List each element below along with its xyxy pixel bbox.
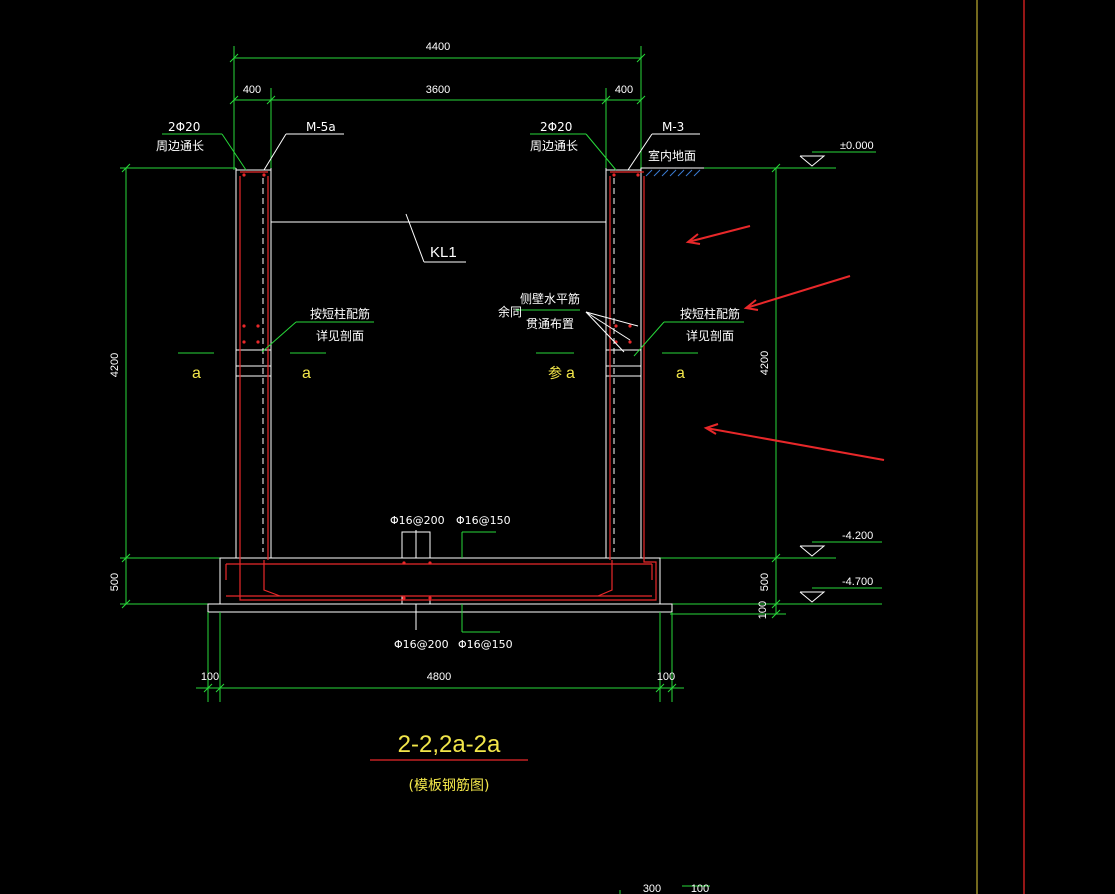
bottom-dimensions: 100 4800 100 300 100 (196, 612, 710, 894)
section-mark-right-prefix: 参 (548, 365, 562, 382)
note-floor: 室内地面 (648, 148, 696, 163)
note-rebar-right-sub: 周边通长 (530, 139, 578, 153)
section-mark-right-inner: a (566, 365, 575, 382)
level-marks: ±0.000 -4.200 -4.700 (799, 140, 882, 603)
dim-right-wall: 400 (615, 84, 633, 96)
note-rebar-left: 2Φ20 (168, 120, 200, 134)
dim-left-height: 4200 (109, 353, 121, 377)
dim-bottom-partial-1: 300 (643, 883, 661, 894)
note-rebar-left-sub: 周边通长 (156, 139, 204, 153)
level-top: ±0.000 (840, 140, 874, 152)
drawing-subtitle: (模板钢筋图) (409, 777, 490, 794)
note-col-left-2: 详见剖面 (316, 328, 364, 343)
dim-inner-span: 3600 (426, 84, 450, 96)
dim-right-pad: 100 (757, 601, 769, 619)
annotation-arrows (685, 225, 885, 461)
note-col-right-1: 按短柱配筋 (680, 306, 740, 321)
section-mark-right-outer: a (676, 365, 685, 382)
note-slab-top-2: Φ16@150 (456, 514, 511, 527)
section-mark-left-outer: a (192, 365, 201, 382)
right-dimensions: 4200 500 100 (640, 163, 882, 619)
note-door-left: M-5a (306, 120, 336, 134)
dim-top-total: 4400 (426, 41, 450, 53)
dim-left-wall: 400 (243, 84, 261, 96)
dim-bottom-left: 100 (201, 671, 219, 683)
note-slab-bot-1: Φ16@200 (394, 638, 449, 651)
note-col-left-1: 按短柱配筋 (310, 306, 370, 321)
dim-right-height: 4200 (759, 351, 771, 375)
dim-bottom-right: 100 (657, 671, 675, 683)
note-side-wall-1: 侧壁水平筋 (520, 291, 580, 306)
drawing-title: 2-2,2a-2a (398, 731, 501, 758)
rebar (225, 171, 657, 601)
dim-bottom-partial-2: 100 (691, 883, 709, 894)
note-side-wall-2: 贯通布置 (526, 317, 574, 331)
note-slab-bot-2: Φ16@150 (458, 638, 513, 651)
level-mid: -4.200 (842, 530, 873, 542)
dim-left-base: 500 (109, 573, 121, 591)
structure-outline (207, 167, 704, 613)
leaders (162, 133, 744, 633)
dim-right-base: 500 (759, 573, 771, 591)
note-col-right-2: 详见剖面 (686, 328, 734, 343)
section-mark-left-inner: a (302, 365, 311, 382)
note-slab-top-1: Φ16@200 (390, 514, 445, 527)
left-dimensions: 4200 500 (109, 163, 236, 609)
note-rebar-right: 2Φ20 (540, 120, 572, 134)
top-dimensions: 4400 400 3600 400 (229, 41, 646, 170)
note-remaining: 余同 (498, 304, 522, 319)
level-bottom: -4.700 (842, 576, 873, 588)
note-door-right: M-3 (662, 120, 684, 134)
dim-bottom-total: 4800 (427, 671, 451, 683)
label-beam: KL1 (430, 244, 457, 261)
